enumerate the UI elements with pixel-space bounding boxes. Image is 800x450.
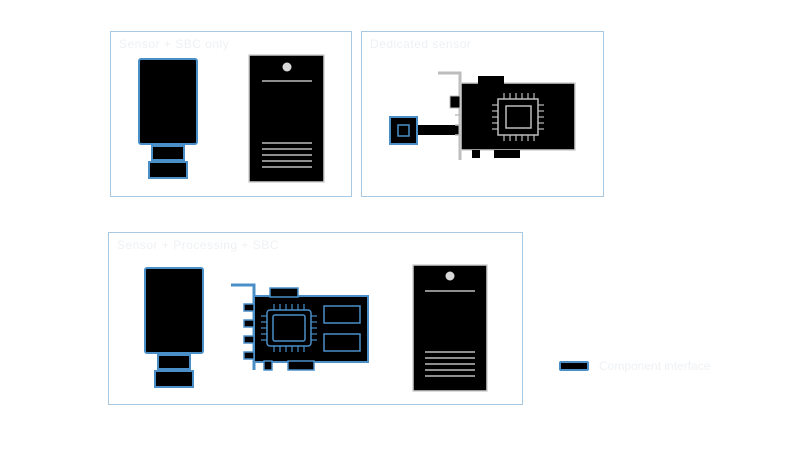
- camera-sensor-icon: [144, 267, 204, 388]
- panel-sensor-processing-sbc: Sensor + Processing + SBC: [108, 232, 523, 405]
- sbc-board-icon: [248, 54, 325, 183]
- sbc-board-icon: [412, 264, 488, 392]
- chip-icon: [492, 93, 544, 141]
- panel-sensor-sbc: Sensor + SBC only: [110, 31, 352, 197]
- legend-swatch: [559, 361, 589, 371]
- legend: Component interface: [559, 358, 710, 374]
- panel-title: Dedicated sensor: [370, 37, 472, 51]
- panel-title: Sensor + SBC only: [119, 37, 230, 51]
- sensor-connector-icon: [389, 116, 461, 145]
- legend-label: Component interface: [599, 359, 711, 373]
- panel-dedicated-sensor: Dedicated sensor: [361, 31, 604, 197]
- chip-icon: [261, 304, 317, 352]
- panel-title: Sensor + Processing + SBC: [117, 238, 279, 252]
- camera-sensor-icon: [138, 58, 198, 179]
